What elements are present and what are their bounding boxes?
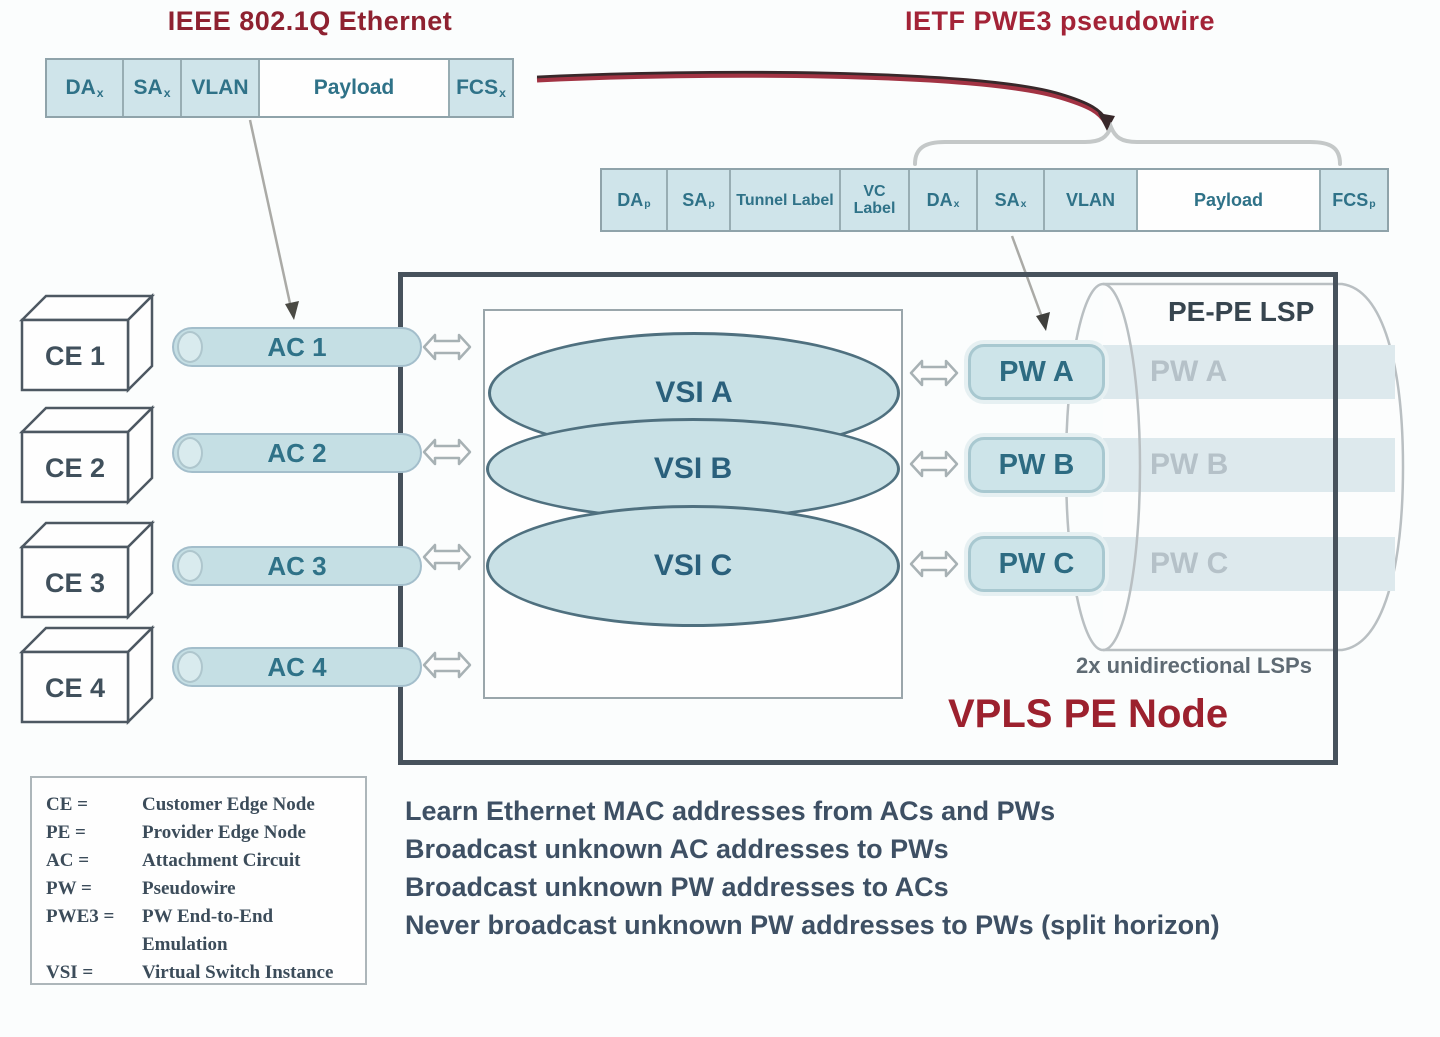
- legend-row: PWE3 = PW End-to-End: [46, 906, 274, 927]
- double-arrow-icon: [422, 651, 472, 679]
- ac-label: AC 2: [267, 437, 327, 468]
- frame-mapping-arrow: [536, 70, 1115, 131]
- lsp-ghost-pw-label: PW B: [1150, 448, 1229, 481]
- pw-pill: PW B: [968, 437, 1105, 493]
- lsp-ghost-pw-label: PW A: [1150, 355, 1228, 388]
- legend-box: CE = Customer Edge Node PE = Provider Ed…: [30, 776, 367, 985]
- double-arrow-icon: [422, 333, 472, 361]
- lsp-band: [1103, 345, 1395, 399]
- double-arrow-icon: [909, 550, 959, 578]
- note-line: Learn Ethernet MAC addresses from ACs an…: [405, 796, 1056, 826]
- ce-cube: [18, 404, 156, 506]
- lsp-note: 2x unidirectional LSPs: [1076, 653, 1312, 678]
- ce-node-cubes: [18, 292, 156, 726]
- ce-node-label: CE 1: [45, 341, 105, 371]
- ac-label: AC 3: [267, 550, 327, 581]
- frame-field-vc-label: VC Label: [841, 170, 910, 230]
- legend-row: VSI = Virtual Switch Instance: [46, 962, 334, 983]
- behavior-notes: Learn Ethernet MAC addresses from ACs an…: [405, 792, 1220, 944]
- legend-row: AC = Attachment Circuit: [46, 850, 301, 871]
- legend-row: CE = Customer Edge Node: [46, 794, 315, 815]
- ce-node-labels: CE 1 CE 2 CE 3 CE 4: [45, 341, 105, 703]
- pw-pill: PW A: [968, 344, 1105, 400]
- pipe-cap: [177, 331, 203, 363]
- double-arrow-icon: [422, 438, 472, 466]
- frame-field-payload: Payload: [260, 60, 450, 116]
- legend-row: Emulation: [142, 934, 228, 955]
- legend-row: PE = Provider Edge Node: [46, 822, 306, 843]
- note-line: Never broadcast unknown PW addresses to …: [405, 910, 1220, 940]
- ethernet-frame-title: IEEE 802.1Q Ethernet: [167, 6, 453, 36]
- ac-pipe: AC 4: [172, 647, 422, 687]
- pwe3-frame-title: IETF PWE3 pseudowire: [904, 6, 1216, 36]
- encapsulation-brace: [913, 121, 1342, 166]
- frame-field-payload-inner: Payload: [1138, 170, 1321, 230]
- vsi-c-ellipse: VSI C: [486, 505, 900, 627]
- frame-field-vlan-inner: VLAN: [1045, 170, 1138, 230]
- note-line: Broadcast unknown PW addresses to ACs: [405, 872, 949, 902]
- frame-field-vlan: VLAN: [182, 60, 260, 116]
- pw-label: PW B: [998, 448, 1075, 481]
- pw-label: PW A: [999, 355, 1074, 388]
- pw-label: PW C: [998, 547, 1075, 580]
- ac-pipe: AC 3: [172, 546, 422, 586]
- lsp-band: [1103, 438, 1395, 492]
- lsp-band: [1103, 537, 1395, 591]
- frame-field-tunnel-label: Tunnel Label: [731, 170, 841, 230]
- vpls-pe-node-title: VPLS PE Node: [948, 692, 1229, 736]
- pe-pe-lsp-title: PE-PE LSP: [1168, 296, 1315, 327]
- vsi-label: VSI C: [653, 549, 733, 582]
- ac-pipe: AC 1: [172, 327, 422, 367]
- ce-node-label: CE 2: [45, 453, 105, 483]
- double-arrow-icon: [909, 450, 959, 478]
- ce-cube: [18, 624, 156, 726]
- ce-node-label: CE 3: [45, 568, 105, 598]
- vsi-label: VSI A: [655, 376, 733, 409]
- double-arrow-icon: [909, 359, 959, 387]
- vlan-to-ac-arrow: [248, 119, 299, 320]
- pipe-cap: [177, 437, 203, 469]
- vsi-label: VSI B: [653, 452, 733, 485]
- ac-label: AC 4: [267, 651, 327, 682]
- ce-cube: [18, 292, 156, 394]
- note-line: Broadcast unknown AC addresses to PWs: [405, 834, 949, 864]
- lsp-ghost-pw-label: PW C: [1150, 547, 1229, 580]
- pipe-cap: [177, 550, 203, 582]
- legend-row: PW = Pseudowire: [46, 878, 236, 899]
- ce-node-label: CE 4: [45, 673, 105, 703]
- pipe-cap: [177, 651, 203, 683]
- pw-pill: PW C: [968, 536, 1105, 592]
- double-arrow-icon: [422, 543, 472, 571]
- ac-label: AC 1: [267, 331, 327, 362]
- ac-pipe: AC 2: [172, 433, 422, 473]
- ce-cube: [18, 519, 156, 621]
- header-to-pw-arrow: [1010, 235, 1050, 331]
